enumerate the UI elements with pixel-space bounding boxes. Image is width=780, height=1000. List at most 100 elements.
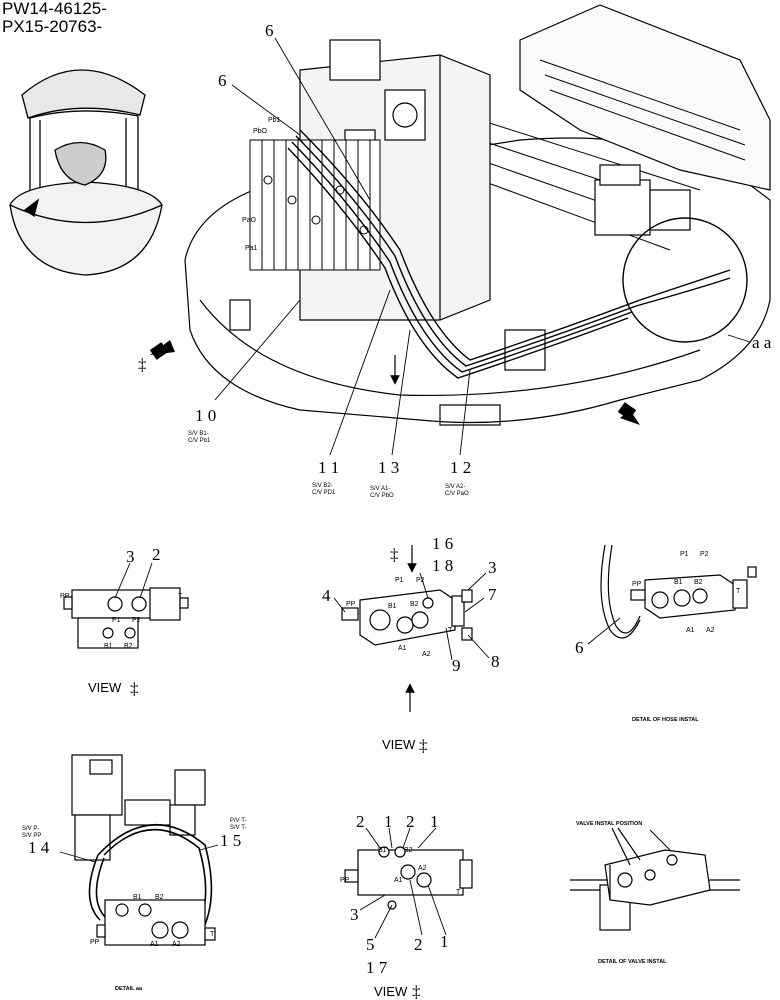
port-label-pb1: Pb1	[268, 117, 281, 124]
port-b1-hose: B1	[674, 579, 683, 586]
caption-detail-valve: DETAIL OF VALVE INSTAL	[598, 959, 667, 965]
direction-arrow-icon	[149, 342, 169, 360]
hose-detail-drawing	[600, 544, 757, 639]
callout-16: 1 6	[432, 534, 453, 553]
valve-install-detail-drawing	[570, 827, 740, 931]
callout-14: 1 4	[28, 838, 50, 857]
callout-11-sub-b: C/V PD1	[312, 490, 336, 496]
port-b2-aa: B2	[155, 894, 164, 901]
callout-1-bottom-b: 1	[430, 812, 439, 831]
port-a1-bottom: A1	[394, 877, 403, 884]
callout-17: 1 7	[366, 958, 388, 977]
port-pp-left: PP	[60, 593, 70, 600]
serial-range-2: PX15-20763-	[2, 17, 103, 36]
callout-2-left: 2	[152, 545, 161, 564]
caption-detail-aa: DETAIL aa	[115, 986, 143, 992]
callout-4-center: 4	[322, 586, 331, 605]
sublabel-sv-t: S/V T-	[230, 825, 247, 831]
port-label-pb0: PbO	[253, 128, 268, 135]
port-b2-left: B2	[124, 643, 133, 650]
view-symbol-bottom: ‡	[412, 982, 421, 1000]
port-t-left: T	[178, 593, 183, 600]
callout-3-bottom: 3	[350, 905, 359, 924]
callout-12-sub-b: C/V PaO	[445, 491, 469, 497]
port-pp-bottom: PP	[340, 877, 350, 884]
port-label-pa1: Pa1	[245, 245, 258, 252]
view-caption-bottom: VIEW	[374, 984, 408, 999]
port-pp-center: PP	[346, 601, 356, 608]
callout-7-center: 7	[488, 585, 497, 604]
port-b1-bottom: B1	[378, 847, 387, 854]
port-a1-center: A1	[398, 645, 407, 652]
port-pp-hose: PP	[632, 581, 642, 588]
callout-aa: a a	[752, 333, 772, 352]
callout-6-top: 6	[265, 21, 274, 40]
port-t-aa: T	[210, 931, 215, 938]
view-symbol-center-top: ‡	[390, 545, 399, 564]
port-p1-center: P1	[395, 577, 404, 584]
callout-11-sub-a: S/V B2-	[312, 483, 333, 489]
port-p2-center: P2	[416, 577, 425, 584]
callout-3-center: 3	[488, 558, 497, 577]
port-pp-aa: PP	[90, 939, 100, 946]
callout-13-sub-a: S/V A1-	[370, 486, 390, 492]
port-b1-aa: B1	[133, 894, 142, 901]
direction-arrow-icon	[617, 402, 637, 420]
view-symbol-main: ‡	[138, 355, 147, 374]
port-p1-left: P1	[112, 617, 121, 624]
port-p2-left: P2	[132, 617, 141, 624]
port-a2-center: A2	[422, 651, 431, 658]
callout-12-sub-a: S/V A2-	[445, 484, 465, 490]
view-symbol-left: ‡	[130, 679, 139, 698]
port-t-center: T	[448, 627, 453, 634]
leader-lines-main	[214, 37, 751, 456]
callout-2-bottom-c: 2	[414, 935, 423, 954]
callout-10: 1 0	[195, 406, 216, 425]
sublabel-sv-p: S/V P-	[22, 826, 39, 832]
port-p1-hose: P1	[680, 551, 689, 558]
port-a2-hose: A2	[706, 627, 715, 634]
callout-13: 1 3	[378, 458, 399, 477]
sublabel-sv-pp: S/V PP	[22, 833, 41, 839]
callout-2-bottom-b: 2	[406, 812, 415, 831]
port-a1-hose: A1	[686, 627, 695, 634]
callout-10-sub-a: S/V B1-	[188, 431, 209, 437]
view-caption-left: VIEW	[88, 680, 122, 695]
cab-inset-illustration	[9, 69, 163, 276]
valve-view-center	[341, 589, 473, 646]
port-t-bottom: T	[456, 889, 461, 896]
callout-1-bottom-c: 1	[440, 932, 449, 951]
callout-18: 1 8	[432, 556, 453, 575]
port-b2-bottom: B2	[404, 847, 413, 854]
callout-12: 1 2	[450, 458, 471, 477]
callout-6-left: 6	[218, 71, 227, 90]
port-b1-center: B1	[388, 603, 397, 610]
callout-8-center: 8	[491, 652, 500, 671]
callout-11: 1 1	[318, 458, 339, 477]
port-label-pa0: PaO	[242, 217, 257, 224]
callout-5-bottom: 5	[366, 935, 375, 954]
caption-detail-hose: DETAIL OF HOSE INSTAL	[632, 717, 699, 723]
port-b2-center: B2	[410, 601, 419, 608]
port-b1-left: B1	[104, 643, 113, 650]
port-a2-aa: A2	[172, 941, 181, 948]
callout-2-bottom-a: 2	[356, 812, 365, 831]
view-caption-center: VIEW	[382, 737, 416, 752]
callout-10-sub-b: C/V Pb1	[188, 438, 211, 444]
callout-6-hose: 6	[575, 638, 584, 657]
view-symbol-center: ‡	[419, 736, 428, 755]
detail-aa-drawing	[71, 754, 216, 946]
port-b2-hose: B2	[694, 579, 703, 586]
sublabel-pv-t: P/V T-	[230, 818, 247, 824]
port-a1-aa: A1	[150, 941, 159, 948]
callout-13-sub-b: C/V PbO	[370, 493, 394, 499]
callout-15: 1 5	[220, 831, 241, 850]
upper-structure-view	[184, 4, 771, 426]
valve-view-bottom	[344, 846, 473, 910]
callout-9-center: 9	[452, 656, 461, 675]
port-p2-hose: P2	[700, 551, 709, 558]
port-a2-bottom: A2	[418, 865, 427, 872]
label-valve-instal-position: VALVE INSTAL POSITION	[576, 821, 642, 827]
valve-view-left	[63, 587, 189, 649]
